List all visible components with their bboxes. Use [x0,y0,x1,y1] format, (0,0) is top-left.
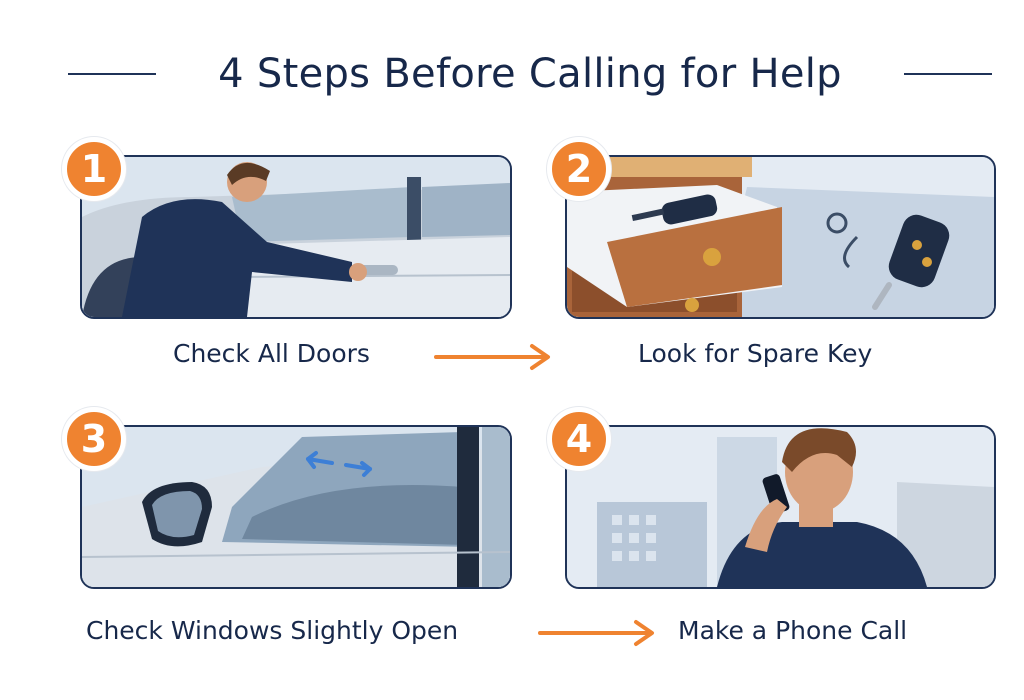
phone-call-icon [567,427,994,587]
step-4-badge: 4 [547,407,611,471]
title-divider-right [904,73,992,75]
car-door-icon [82,157,510,317]
page-title: 4 Steps Before Calling for Help [218,51,842,97]
step-1-illustration [80,155,512,319]
step-3-illustration [80,425,512,589]
step-1-badge: 1 [62,137,126,201]
step-4-illustration [565,425,996,589]
title-divider-left [68,73,156,75]
step-2-label: Look for Spare Key [638,339,873,368]
step-2-badge: 2 [547,137,611,201]
step-3-label: Check Windows Slightly Open [86,616,459,645]
car-window-icon [82,427,510,587]
arrow-right-icon [538,620,654,646]
step-2-illustration [565,155,996,319]
arrow-right-icon [434,344,550,370]
step-3-badge: 3 [62,407,126,471]
title-row: 4 Steps Before Calling for Help [0,44,1024,104]
step-1-label: Check All Doors [173,339,370,368]
step-4-label: Make a Phone Call [678,616,908,645]
spare-key-icon [567,157,994,317]
